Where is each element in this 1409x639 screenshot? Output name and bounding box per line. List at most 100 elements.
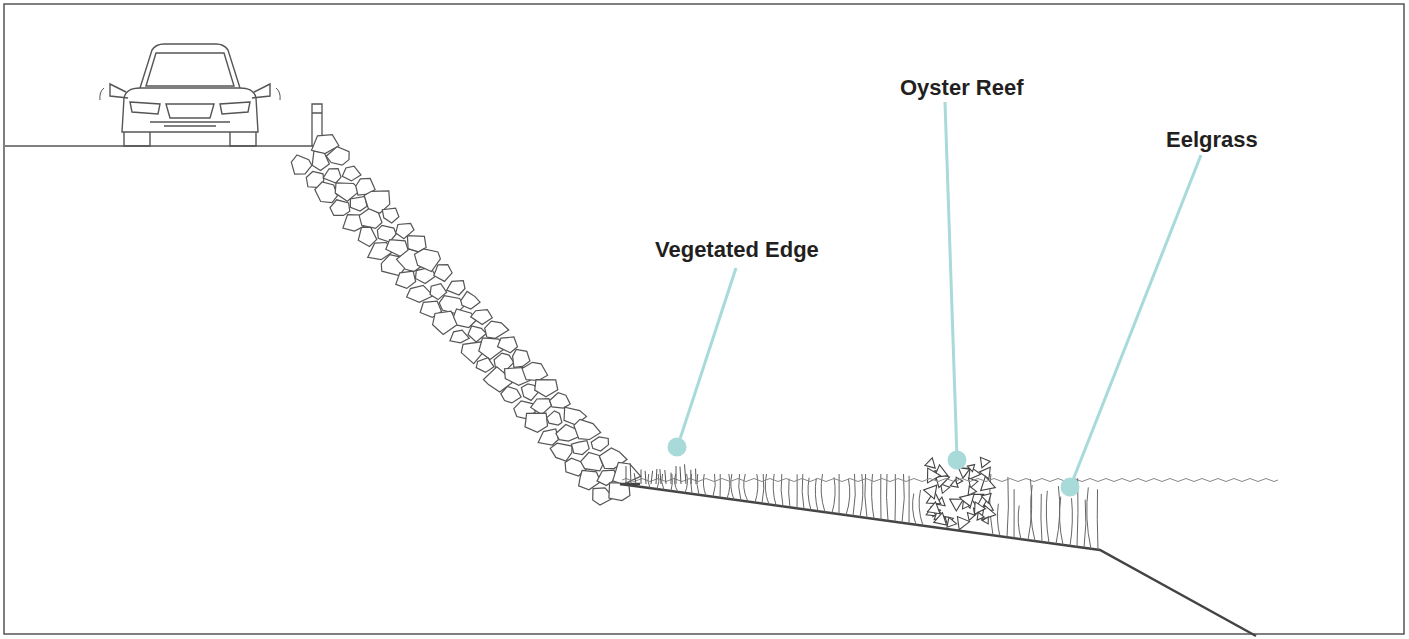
rock (513, 350, 530, 368)
callout-label: Vegetated Edge (653, 237, 821, 263)
edge-plant (651, 471, 653, 484)
rock (330, 200, 350, 216)
vegetated-edge-plants (626, 463, 696, 484)
leader-line (945, 102, 957, 458)
rock (485, 321, 509, 338)
oyster-shell (928, 468, 941, 483)
eelgrass-blade (865, 474, 867, 518)
oyster-shell (957, 517, 969, 530)
eelgrass-blade (909, 476, 910, 524)
oyster-shell (967, 513, 975, 521)
eelgrass-blade (781, 474, 783, 506)
oyster-shell (941, 484, 950, 493)
eelgrass-blade (720, 474, 721, 498)
edge-plant (680, 467, 681, 484)
leader-dot (669, 439, 685, 455)
leader-dot (1062, 479, 1078, 495)
eelgrass-blade (880, 474, 881, 520)
rock (312, 151, 329, 171)
eelgrass-blade (1046, 491, 1049, 543)
rock (531, 399, 552, 415)
eelgrass-blade (997, 504, 1000, 537)
eelgrass-blade (744, 474, 748, 502)
eelgrass-blade (797, 474, 798, 508)
rock (434, 265, 452, 282)
leader-line (1071, 155, 1201, 485)
water-surface (622, 479, 1278, 482)
rock (571, 441, 589, 455)
eelgrass-blade (1031, 485, 1035, 541)
edge-plant (634, 473, 636, 484)
rock (350, 197, 367, 212)
edge-plant (645, 471, 647, 484)
eelgrass-blade (832, 477, 835, 513)
rock (471, 310, 493, 325)
eelgrass-blade (739, 474, 741, 501)
rock (591, 437, 608, 451)
edge-plant (695, 469, 696, 484)
oyster-shell (975, 502, 986, 514)
eelgrass-blade (846, 479, 850, 515)
eelgrass-blade (697, 474, 699, 495)
edge-plant (626, 466, 627, 484)
rock (396, 271, 416, 288)
oyster-shell (963, 501, 970, 509)
eelgrass-blade (1087, 487, 1091, 548)
eelgrass-blade (1007, 477, 1008, 537)
road-surface (5, 145, 318, 147)
eelgrass-blade (1041, 494, 1042, 542)
rock (538, 429, 558, 445)
oyster-shell (925, 458, 935, 468)
oyster-shell (960, 494, 975, 508)
oyster-shell (981, 493, 991, 503)
eelgrass-blade (762, 474, 764, 504)
eelgrass-blade (731, 474, 734, 500)
edge-plant (676, 466, 677, 484)
eelgrass-blade (1014, 489, 1015, 538)
eelgrass-blade (919, 490, 923, 526)
rock (326, 147, 349, 166)
leader-line (678, 268, 736, 445)
oyster-shell (959, 468, 970, 478)
callout-label: Eelgrass (1164, 127, 1260, 153)
rock (522, 362, 548, 380)
oyster-shell (924, 485, 937, 499)
rock (450, 330, 469, 343)
edge-plant (665, 470, 666, 484)
edge-plant (690, 470, 691, 484)
sea-bed (620, 484, 1256, 636)
rock (535, 380, 558, 397)
eelgrass-blade (727, 474, 730, 499)
frame (4, 4, 1404, 634)
eelgrass-blade (773, 474, 776, 505)
oyster-shell (950, 499, 964, 511)
eelgrass-blade (657, 474, 659, 489)
rock (498, 337, 518, 353)
eelgrass-blade (662, 474, 664, 490)
rock (550, 393, 571, 408)
eelgrass-blade (1028, 479, 1032, 540)
rock (525, 413, 548, 432)
eelgrass-blade (895, 474, 896, 522)
eelgrass-blade (1018, 506, 1021, 539)
eelgrass-blade (1060, 497, 1063, 545)
eelgrass-blade (713, 474, 715, 497)
eelgrass-blade (913, 494, 916, 525)
rock (323, 169, 341, 183)
rock (291, 155, 312, 174)
edge-plant (660, 469, 661, 484)
oyster-shell (947, 517, 957, 527)
oyster-shell (928, 502, 941, 514)
rock (476, 358, 494, 373)
eelgrass-blades (648, 474, 1098, 550)
edge-plant (685, 464, 687, 484)
rock (315, 182, 338, 203)
oyster-shell (980, 457, 990, 468)
eelgrass-blade (703, 474, 706, 496)
edge-plant (630, 463, 632, 484)
rock (574, 419, 601, 439)
leader-lines (669, 102, 1201, 495)
rock (407, 285, 434, 302)
edge-step (620, 483, 640, 486)
